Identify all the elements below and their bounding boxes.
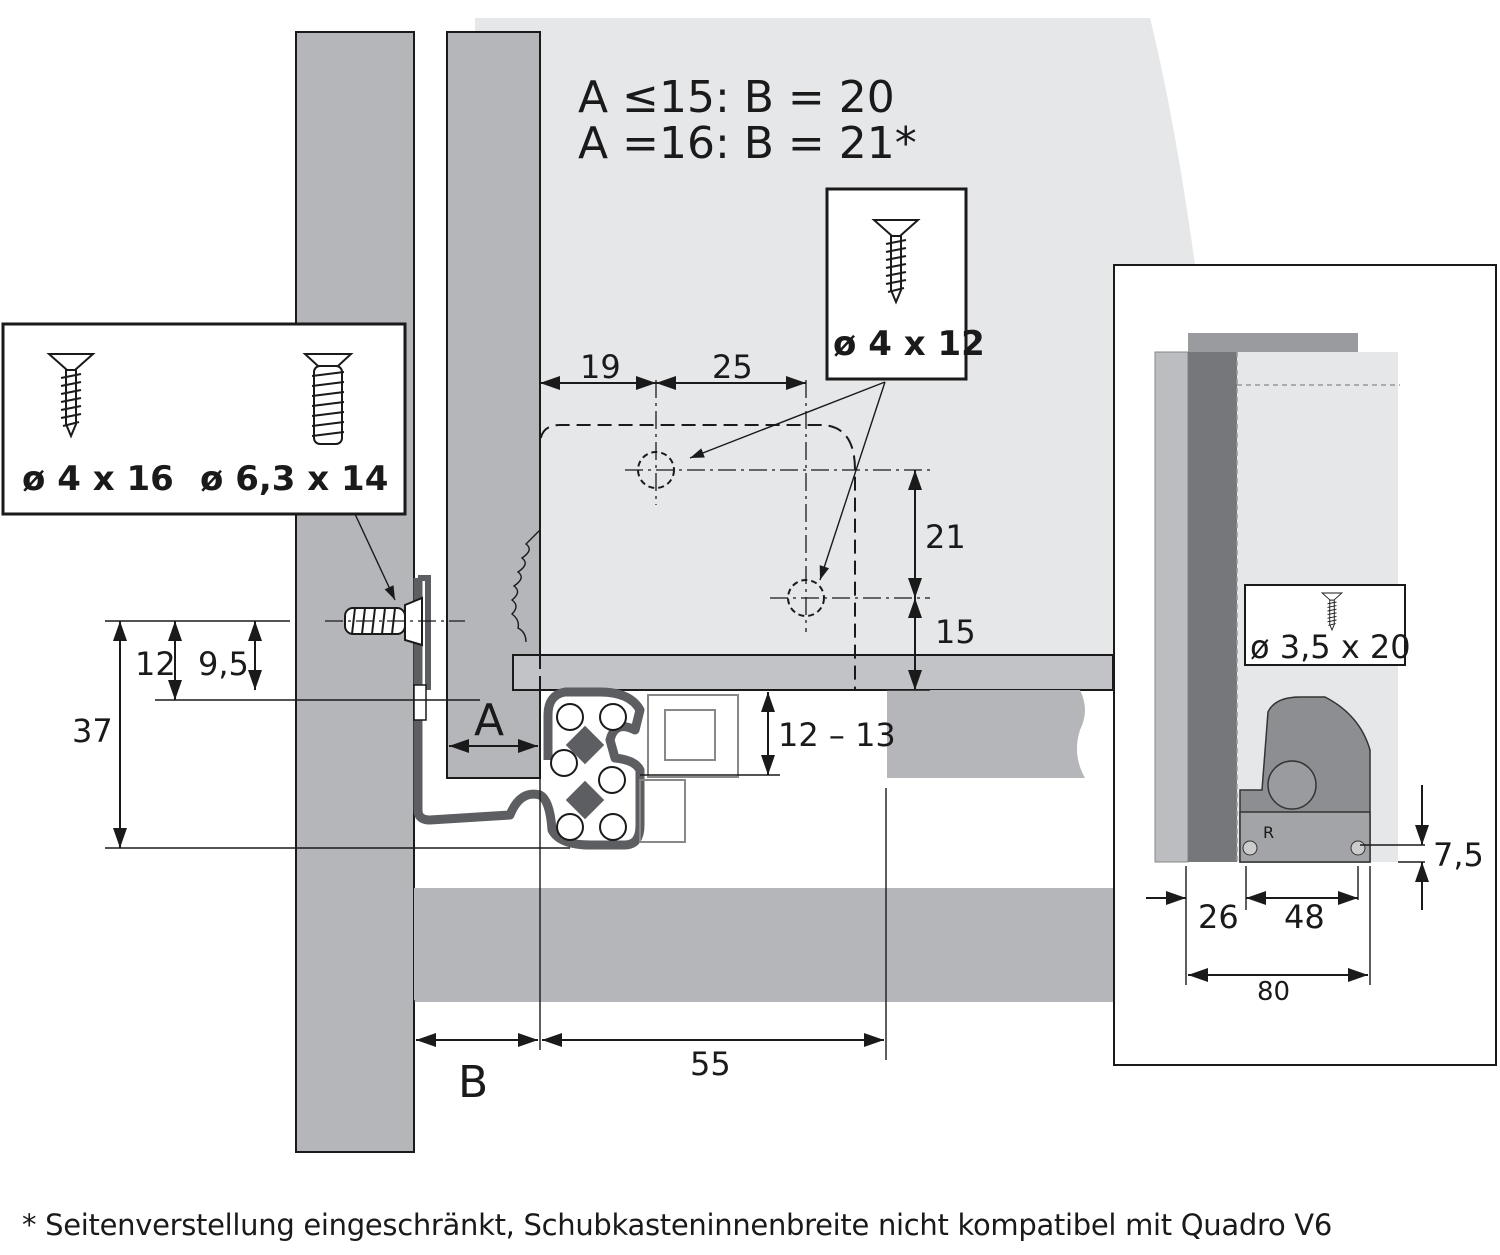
dimension-12-9-5-37: 12 9,5 37	[72, 620, 570, 849]
mounting-plate-outline	[539, 424, 856, 690]
drawer-bottom-panel	[512, 654, 1114, 691]
svg-text:15: 15	[935, 613, 976, 651]
screw-box-top: ø 4 x 12	[825, 187, 985, 381]
leader-top-screw-1	[689, 381, 886, 459]
dimension-12-13: 12 – 13	[640, 692, 896, 776]
cabinet-rail-profile	[887, 690, 1085, 778]
svg-text:48: 48	[1284, 898, 1325, 936]
svg-text:ø 3,5 x 20: ø 3,5 x 20	[1250, 628, 1411, 666]
euro-screw-icon	[302, 353, 354, 445]
svg-text:19: 19	[580, 348, 621, 386]
svg-text:21: 21	[925, 518, 966, 556]
svg-text:12: 12	[135, 645, 176, 683]
svg-text:26: 26	[1198, 898, 1239, 936]
inset-detail-view: ø 3,5 x 20 R 26 48 80 7,5	[1113, 264, 1497, 1066]
drawer-side-break-line	[510, 529, 541, 643]
dimension-A: A	[449, 695, 538, 753]
footnote: * Seitenverstellung eingeschränkt, Schub…	[22, 1208, 1332, 1242]
cabinet-side-wall	[295, 31, 415, 1153]
leader-top-screw-2	[819, 381, 886, 581]
drawer-runner-installation-diagram: ø 4 x 16 ø 6,3 x 14 ø 4 x 12 A ≤15: B = …	[1, 18, 1497, 1153]
screw-hole-upper	[625, 380, 930, 505]
cabinet-bottom-shelf	[414, 888, 1114, 1002]
dimension-21-15: 21 15	[855, 470, 976, 691]
formula-line-2: A =16: B = 21*	[578, 118, 917, 169]
side-wall-screw	[325, 596, 465, 647]
svg-text:55: 55	[690, 1045, 731, 1083]
runner-rail-profile	[413, 575, 739, 850]
dimension-B-55: B 55	[413, 690, 887, 1108]
inset-dimensions: 26 48 80 7,5	[1146, 785, 1484, 1007]
svg-text:A: A	[474, 695, 504, 746]
svg-text:7,5: 7,5	[1433, 836, 1484, 874]
inset-screw-box: ø 3,5 x 20	[1244, 584, 1411, 666]
soft-close-mechanism: R	[1239, 696, 1371, 863]
formula-line-1: A ≤15: B = 20	[578, 72, 895, 123]
screw-hole-lower	[770, 380, 930, 632]
screw-label-4x16: ø 4 x 16	[22, 459, 174, 499]
svg-text:37: 37	[72, 712, 113, 750]
leader-left-screw	[354, 513, 396, 601]
svg-text:12 – 13: 12 – 13	[778, 716, 896, 754]
drawer-side-panel	[446, 31, 541, 779]
mark-r: R	[1263, 823, 1274, 842]
dimension-19-25: 19 25	[540, 348, 806, 390]
screw-label-4x12: ø 4 x 12	[833, 324, 985, 364]
screw-box-left: ø 4 x 16 ø 6,3 x 14	[1, 322, 407, 516]
svg-text:25: 25	[712, 348, 753, 386]
screw-label-6-3x14: ø 6,3 x 14	[200, 459, 388, 499]
svg-text:B: B	[458, 1057, 488, 1108]
svg-text:9,5: 9,5	[198, 645, 249, 683]
svg-text:80: 80	[1257, 977, 1290, 1007]
